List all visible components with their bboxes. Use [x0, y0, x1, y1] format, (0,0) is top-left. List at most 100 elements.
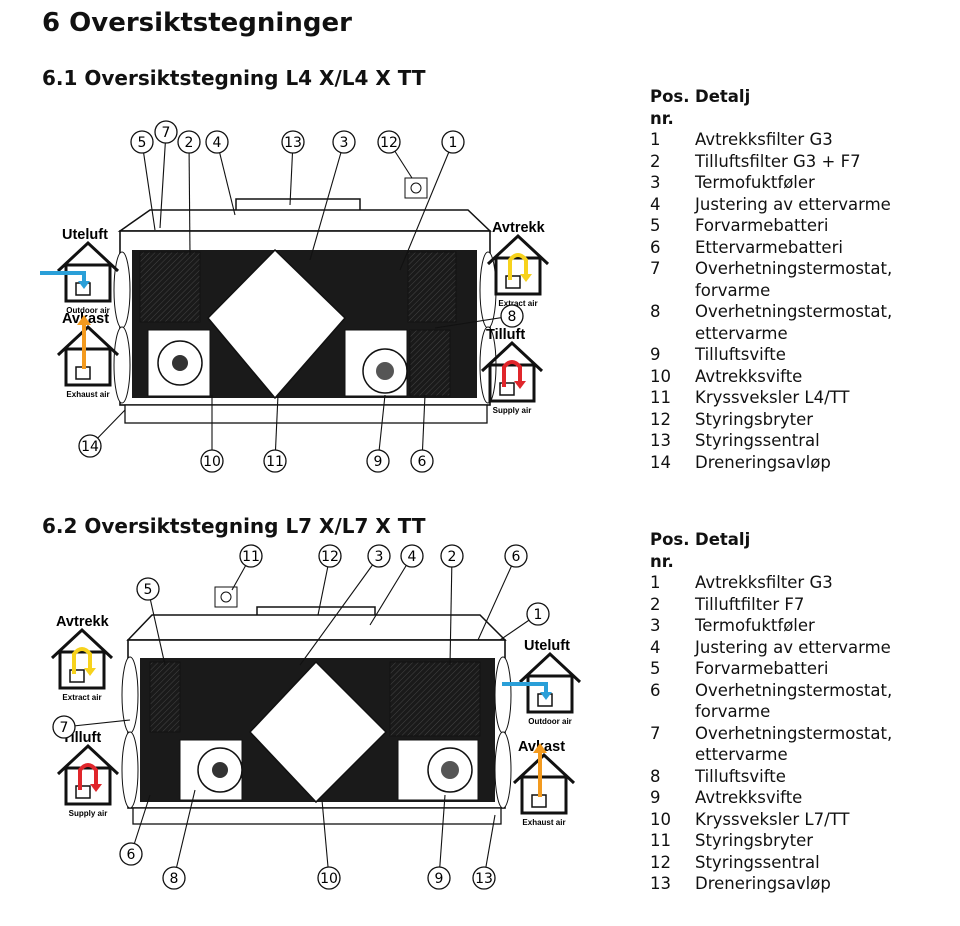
legend-item-detail: Avtrekksfilter G3: [695, 573, 833, 592]
callout-number: 7: [162, 125, 171, 141]
legend-item-number: 2: [650, 151, 661, 171]
legend-item-detail: Kryssveksler L7/TT: [695, 809, 850, 829]
legend-item-number: 8: [650, 766, 661, 786]
legend-item-number: 3: [650, 173, 661, 192]
callout-1: 1: [499, 602, 550, 641]
section-1-heading: 6.1 Oversiktstegning L4 X/L4 X TT: [42, 66, 426, 90]
legend-item-detail: Dreneringsavløp: [695, 452, 831, 472]
legend-item-number: 4: [650, 637, 661, 657]
callout-number: 6: [512, 549, 521, 565]
legend-item-detail: Justering av ettervarme: [695, 637, 891, 657]
legend-item-number: 8: [650, 302, 661, 321]
legend-item-detail: Avtrekksvifte: [695, 788, 803, 807]
legend-item-detail: Overhetningstermostat,: [695, 680, 893, 700]
legend-item-continued: ettervarme: [650, 744, 950, 766]
airflow-house-avkast: AvkastExhaust air: [56, 311, 120, 399]
legend-item-number: 5: [650, 659, 661, 678]
callout-11: 11: [231, 544, 263, 591]
legend-item-detail: Termofuktføler: [695, 173, 815, 192]
callout-10: 10: [200, 395, 224, 473]
callout-number: 7: [60, 720, 69, 736]
callout-number: 5: [138, 135, 147, 151]
legend-item-detail-line2: ettervarme: [695, 745, 788, 764]
legend-item-number: 7: [650, 259, 661, 278]
legend-header: Pos. Detalj: [650, 529, 950, 551]
callout-number: 2: [185, 135, 194, 151]
legend-item-number: 13: [650, 431, 671, 450]
callout-number: 4: [408, 549, 417, 565]
callout-7: 7: [154, 120, 178, 229]
callout-number: 8: [170, 871, 179, 887]
legend-item-detail: Overhetningstermostat,: [695, 259, 893, 278]
legend-item-detail-line2: forvarme: [695, 702, 771, 721]
callout-5: 5: [130, 130, 156, 231]
callout-3: 3: [299, 544, 391, 666]
legend-item-detail: Avtrekksfilter G3: [695, 130, 833, 149]
callout-3: 3: [309, 130, 356, 261]
house-label: Uteluft: [62, 227, 108, 243]
airflow-house-avkast: AvkastExhaust air: [512, 739, 576, 827]
legend-item-detail: Dreneringsavløp: [695, 874, 831, 893]
legend-header-nr: nr.: [650, 551, 674, 571]
callout-number: 2: [448, 549, 457, 565]
callout-14: 14: [78, 409, 126, 458]
callout-number: 3: [340, 135, 349, 151]
callout-number: 12: [380, 135, 398, 151]
legend-item-number: 12: [650, 409, 671, 429]
legend-item-detail: Tilluftsvifte: [695, 345, 786, 364]
house-caption: Extract air: [62, 693, 101, 702]
house-caption: Exhaust air: [522, 818, 565, 827]
callout-number: 9: [374, 454, 383, 470]
callout-number: 13: [284, 135, 302, 151]
legend-item-detail: Styringsbryter: [695, 409, 814, 429]
callout-13: 13: [281, 130, 305, 206]
legend-item-number: 6: [650, 680, 661, 700]
legend-header-nr: nr.: [650, 108, 674, 128]
legend-item-detail: Kryssveksler L4/TT: [695, 388, 850, 407]
house-caption: Extract air: [498, 299, 537, 308]
callout-number: 3: [375, 549, 384, 565]
legend-item-number: 11: [650, 388, 671, 407]
legend-header-pos: Pos.: [650, 530, 690, 549]
callout-6: 6: [119, 794, 151, 866]
legend-header: Pos. Detalj: [650, 86, 950, 108]
callout-number: 10: [320, 871, 338, 887]
legend-item-continued: forvarme: [650, 701, 950, 723]
callout-5: 5: [136, 577, 166, 666]
callout-number: 1: [449, 135, 458, 151]
legend-item-number: 6: [650, 237, 661, 257]
house-caption: Supply air: [493, 406, 532, 415]
callout-number: 5: [144, 582, 153, 598]
callout-8: 8: [162, 789, 196, 890]
callout-number: 11: [242, 549, 260, 565]
house-label: Avtrekk: [56, 614, 110, 630]
callout-6: 6: [477, 544, 528, 641]
house-caption: Outdoor air: [528, 717, 572, 726]
legend-item-number: 10: [650, 366, 671, 386]
legend-item-detail: Tilluftsvifte: [695, 766, 786, 786]
callout-4: 4: [205, 130, 236, 216]
section-2-heading: 6.2 Oversiktstegning L7 X/L7 X TT: [42, 514, 426, 538]
callout-11: 11: [263, 394, 287, 473]
callout-8: 8: [434, 304, 524, 329]
legend-item-detail: Tilluftfilter F7: [695, 594, 805, 614]
callout-number: 11: [266, 454, 284, 470]
callout-7: 7: [52, 715, 131, 739]
callout-12: 12: [317, 544, 342, 616]
callout-4: 4: [369, 544, 424, 626]
legend-header-pos: Pos.: [650, 87, 690, 106]
